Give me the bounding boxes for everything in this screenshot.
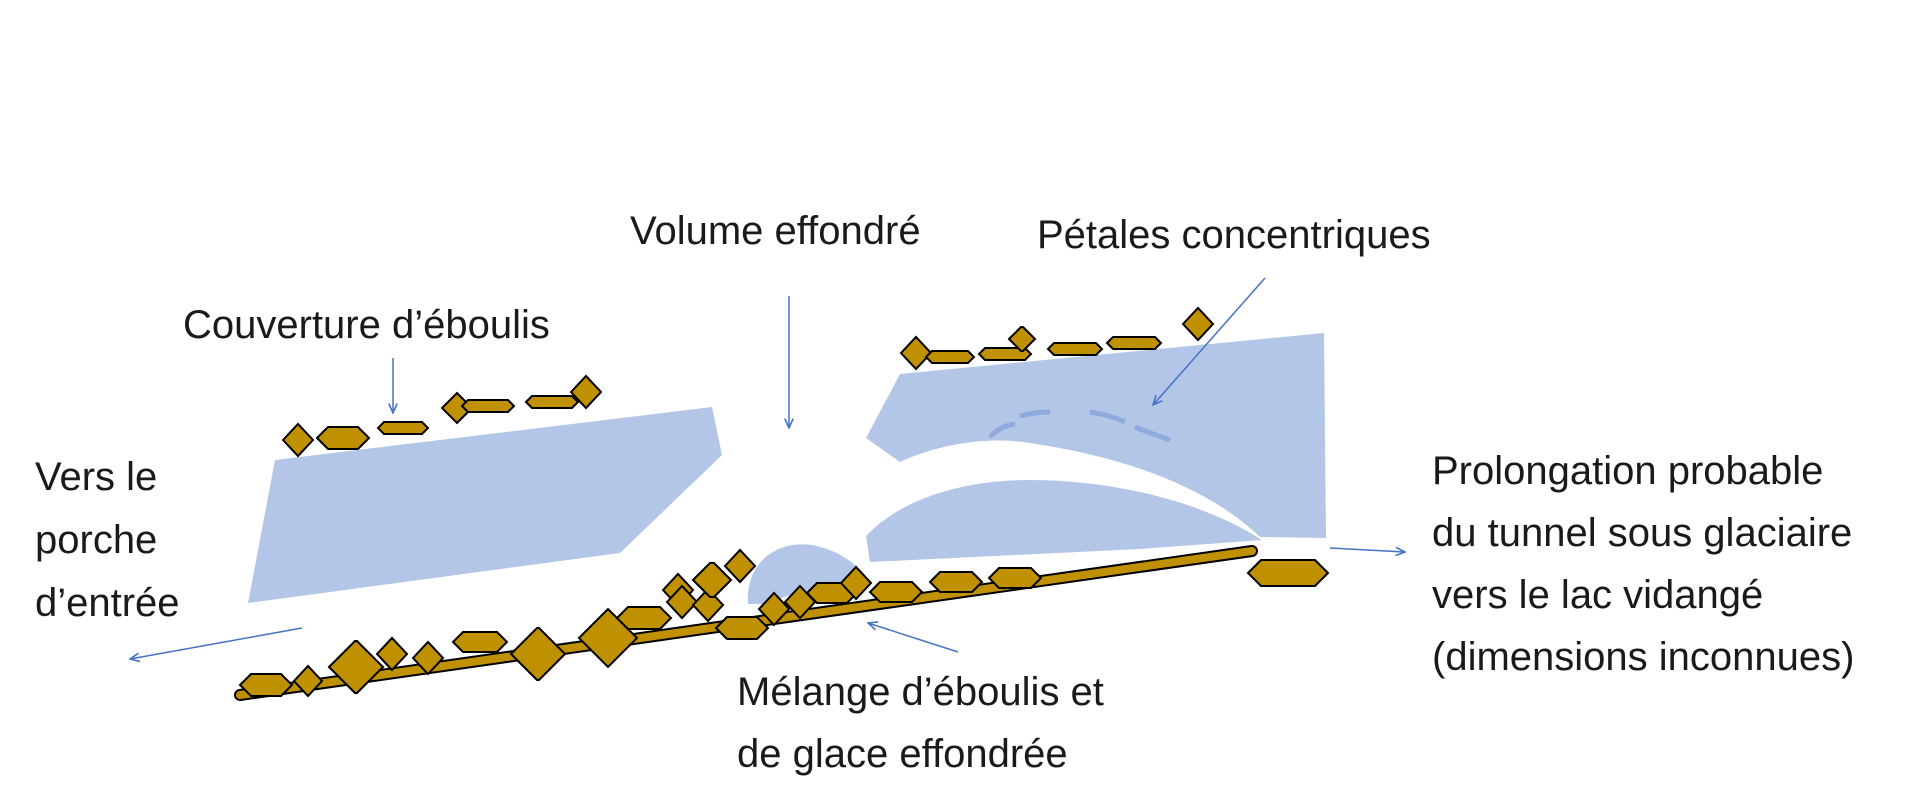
debris-piece: [868, 581, 924, 603]
arrow-entrance: [130, 627, 303, 659]
debris-piece: [411, 640, 445, 676]
tunnel-line-3: vers le lac vidangé: [1432, 573, 1764, 617]
debris-piece: [1007, 326, 1037, 352]
debris-piece: [757, 591, 791, 627]
tunnel-line-1: Prolongation probable: [1432, 449, 1824, 493]
debris-piece: [1105, 336, 1163, 350]
entrance-line-2: porche: [35, 518, 158, 562]
debris-piece: [615, 606, 673, 630]
debris-piece: [524, 395, 580, 409]
debris-piece: [839, 565, 873, 601]
debris-piece: [977, 347, 1033, 361]
debris-piece: [376, 421, 430, 435]
label-petales-concentriques: Pétales concentriques: [1037, 213, 1431, 257]
debris-piece: [691, 562, 733, 598]
debris-piece: [281, 422, 315, 458]
entrance-line-1: Vers le: [35, 455, 158, 499]
debris-piece: [460, 399, 516, 413]
debris-piece: [924, 350, 976, 364]
debris-piece: [238, 673, 294, 697]
debris-piece: [691, 587, 725, 623]
label-couverture-eboulis: Couverture d’éboulis: [183, 303, 550, 347]
debris-piece: [1181, 306, 1215, 342]
tunnel-line-2: du tunnel sous glaciaire: [1432, 511, 1853, 555]
debris-piece: [714, 616, 770, 640]
debris: [238, 306, 1330, 698]
debris-piece: [509, 627, 567, 681]
mixture-line-2: de glace effondrée: [737, 732, 1068, 776]
debris-piece: [1246, 559, 1330, 587]
entrance-line-3: d’entrée: [35, 581, 180, 625]
mixture-line-1: Mélange d’éboulis et: [737, 670, 1104, 714]
debris-piece: [928, 571, 984, 593]
ice-block-left: [248, 407, 722, 603]
debris-piece: [315, 426, 371, 450]
concentric-petal-marks: [988, 409, 1171, 443]
arrow-tunnel: [1329, 548, 1405, 552]
label-vers-porche-entree: Vers le porche d’entrée: [35, 446, 180, 635]
debris-piece: [375, 636, 409, 672]
debris-piece: [899, 335, 933, 371]
pointer-arrows: [130, 277, 1405, 659]
debris-piece: [327, 640, 385, 694]
arrow-mixture: [868, 623, 959, 653]
debris-piece: [987, 567, 1043, 589]
label-volume-effondre: Volume effondré: [630, 209, 921, 253]
petal-small: [747, 544, 868, 604]
ice-block-right: [866, 333, 1326, 538]
label-prolongation-tunnel: Prolongation probable du tunnel sous gla…: [1432, 440, 1854, 688]
debris-piece: [723, 548, 757, 584]
debris-piece: [1046, 342, 1104, 356]
label-melange-eboulis-glace: Mélange d’éboulis et de glace effondrée: [737, 661, 1104, 785]
debris-piece: [292, 664, 324, 698]
arrow-petals: [1153, 277, 1266, 405]
tunnel-line-4: (dimensions inconnues): [1432, 635, 1855, 679]
debris-piece: [569, 374, 603, 410]
debris-piece: [451, 631, 509, 653]
petal-center: [866, 480, 1262, 562]
